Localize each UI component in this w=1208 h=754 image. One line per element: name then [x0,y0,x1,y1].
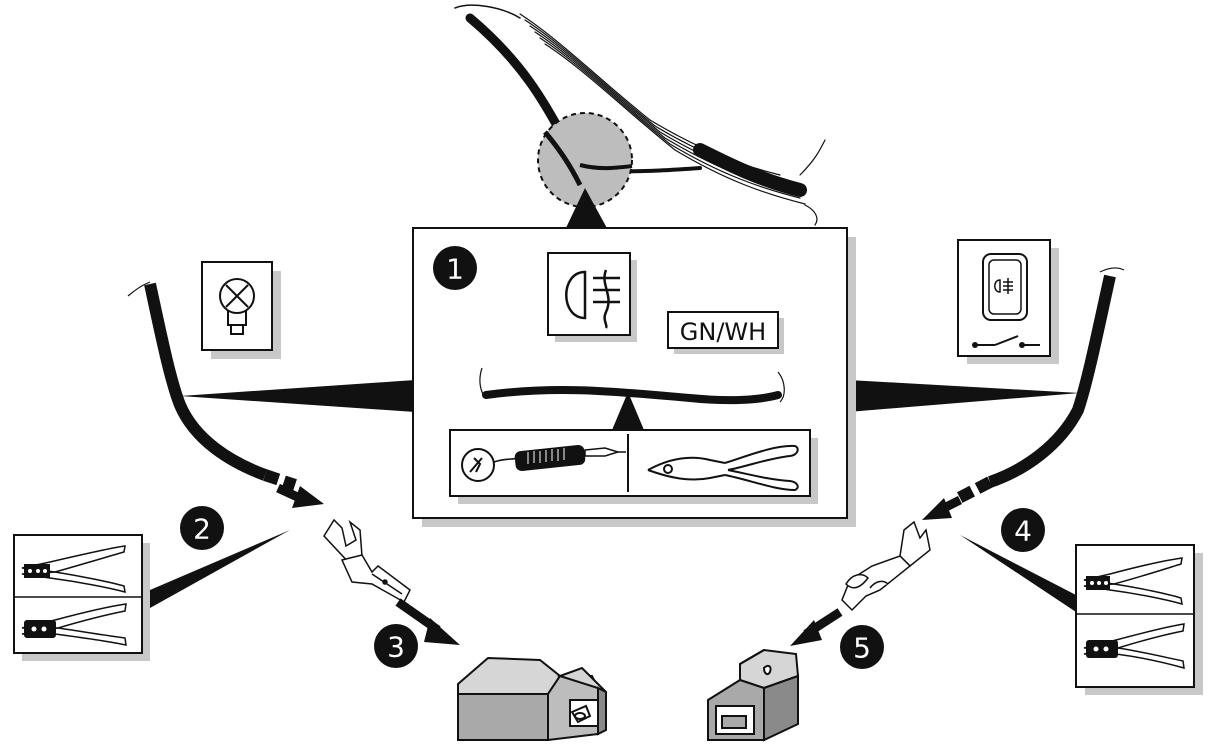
test-lamp-icon [461,444,626,482]
step-5-badge: 5 [840,625,884,669]
pointer-step-4 [960,535,1076,612]
pointer-left-wire [180,380,415,412]
rear-fog-light-icon [547,252,637,342]
step-1-number: 1 [446,253,464,286]
svg-text:2: 2 [193,513,211,546]
svg-text:3: 3 [387,631,405,664]
bulb-icon [201,261,281,359]
arrow-to-female-housing [790,620,822,646]
left-wire [127,281,297,491]
pointer-triangle-top [565,188,608,230]
step-4-badge: 4 [1001,508,1045,552]
pointer-step-2 [150,530,290,608]
arrow-to-male-housing [424,618,460,645]
wire-color-code-label: GN/WH [667,311,784,354]
pointer-triangle-tools [612,392,644,430]
wire-color-code: GN/WH [680,318,766,346]
right-wire [952,267,1125,506]
fog-light-switch-icon [957,239,1059,364]
side-cutter-pliers-icon [647,444,799,492]
female-receptacle-terminal-icon [841,520,931,612]
arrow-to-female-terminal [922,498,952,520]
male-connector-housing-icon [457,656,607,742]
target-wire [479,367,785,405]
male-blade-terminal-icon [323,518,411,604]
step-2-badge: 2 [180,506,224,550]
wire-stripper-crimper-icon [13,534,150,661]
wiring-harness-icon [454,4,826,226]
step-3-badge: 3 [374,624,418,668]
tools-strip [449,429,818,504]
svg-text:5: 5 [853,632,871,665]
svg-text:4: 4 [1014,515,1032,548]
pointer-right-wire [848,380,1080,412]
step-1-badge: 1 [433,246,477,290]
female-connector-housing-icon [707,648,800,742]
wire-stripper-crimper-icon-right [1075,544,1203,695]
